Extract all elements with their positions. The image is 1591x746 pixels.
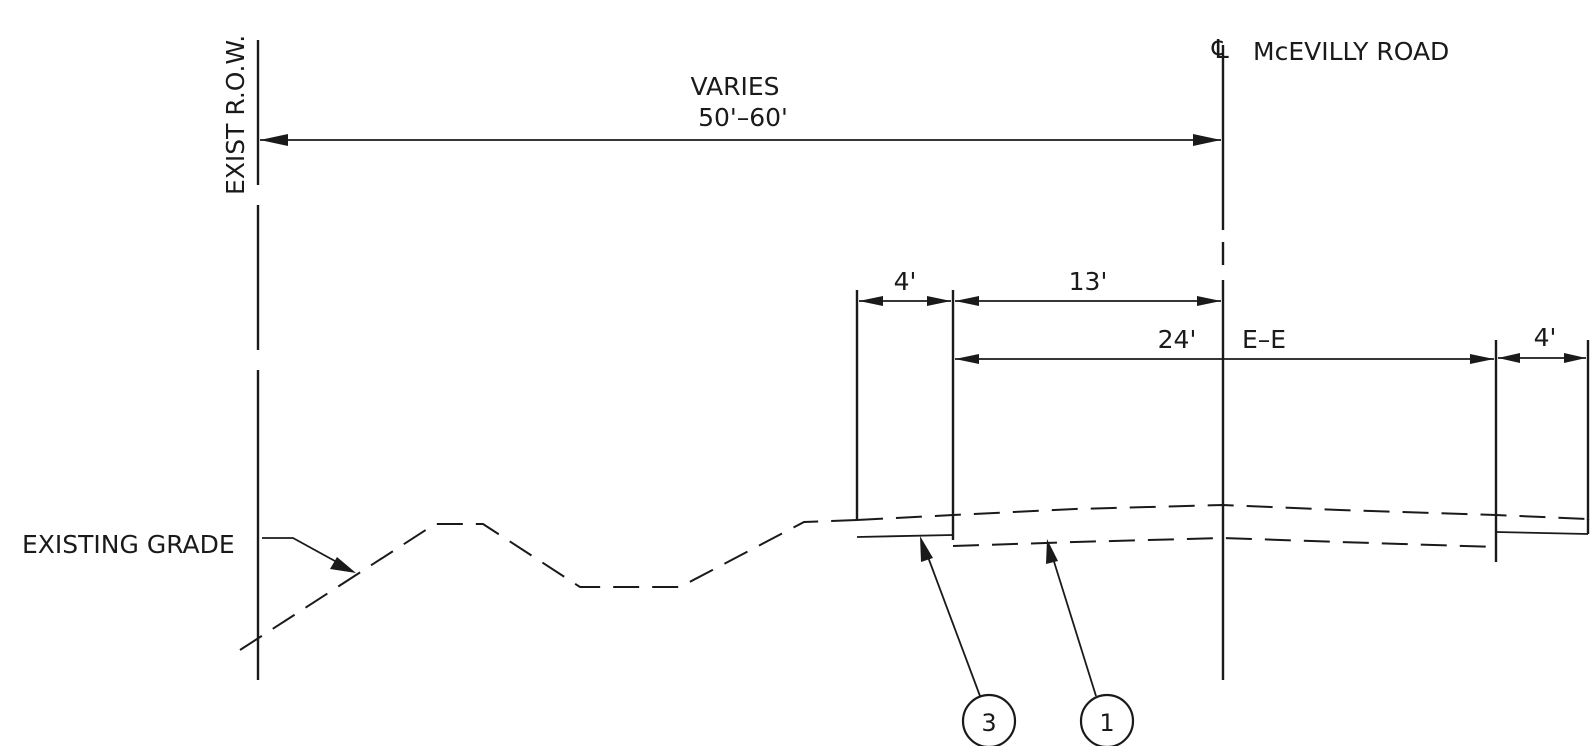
dim-24-ee <box>955 354 1494 364</box>
road-name-label: McEVILLY ROAD <box>1253 37 1449 66</box>
exist-row-label: EXIST R.O.W. <box>221 35 250 195</box>
pavement-bottom-profile <box>952 536 1497 548</box>
centerline-symbol: ℄ <box>1211 35 1229 65</box>
varies-dimension <box>260 134 1221 146</box>
dim-4-right-label: 4' <box>1534 323 1557 352</box>
right-shoulder-bottom <box>1495 531 1589 535</box>
left-shoulder-bottom <box>856 534 954 538</box>
existing-grade-label: EXISTING GRADE <box>22 530 235 559</box>
dim-4-right <box>1498 353 1586 363</box>
callout-1-circle <box>1079 693 1135 746</box>
dim-4-left <box>859 296 951 306</box>
callout-1-label: 1 <box>1099 709 1114 737</box>
callout-3-leader <box>920 536 981 697</box>
existing-grade-profile <box>239 519 858 651</box>
dim-13 <box>955 296 1221 306</box>
callout-3-label: 3 <box>981 709 996 737</box>
callout-3-circle <box>961 693 1017 746</box>
dim-24-suffix-label: E–E <box>1242 325 1286 354</box>
varies-range-label: 50'–60' <box>698 103 788 132</box>
callout-1-leader <box>1046 539 1097 697</box>
existing-grade-leader <box>262 537 356 573</box>
dim-4-left-label: 4' <box>894 267 917 296</box>
dim-13-label: 13' <box>1069 267 1108 296</box>
pavement-top-profile <box>856 503 1589 521</box>
dim-24-value-label: 24' <box>1158 325 1197 354</box>
varies-label: VARIES <box>690 72 779 101</box>
